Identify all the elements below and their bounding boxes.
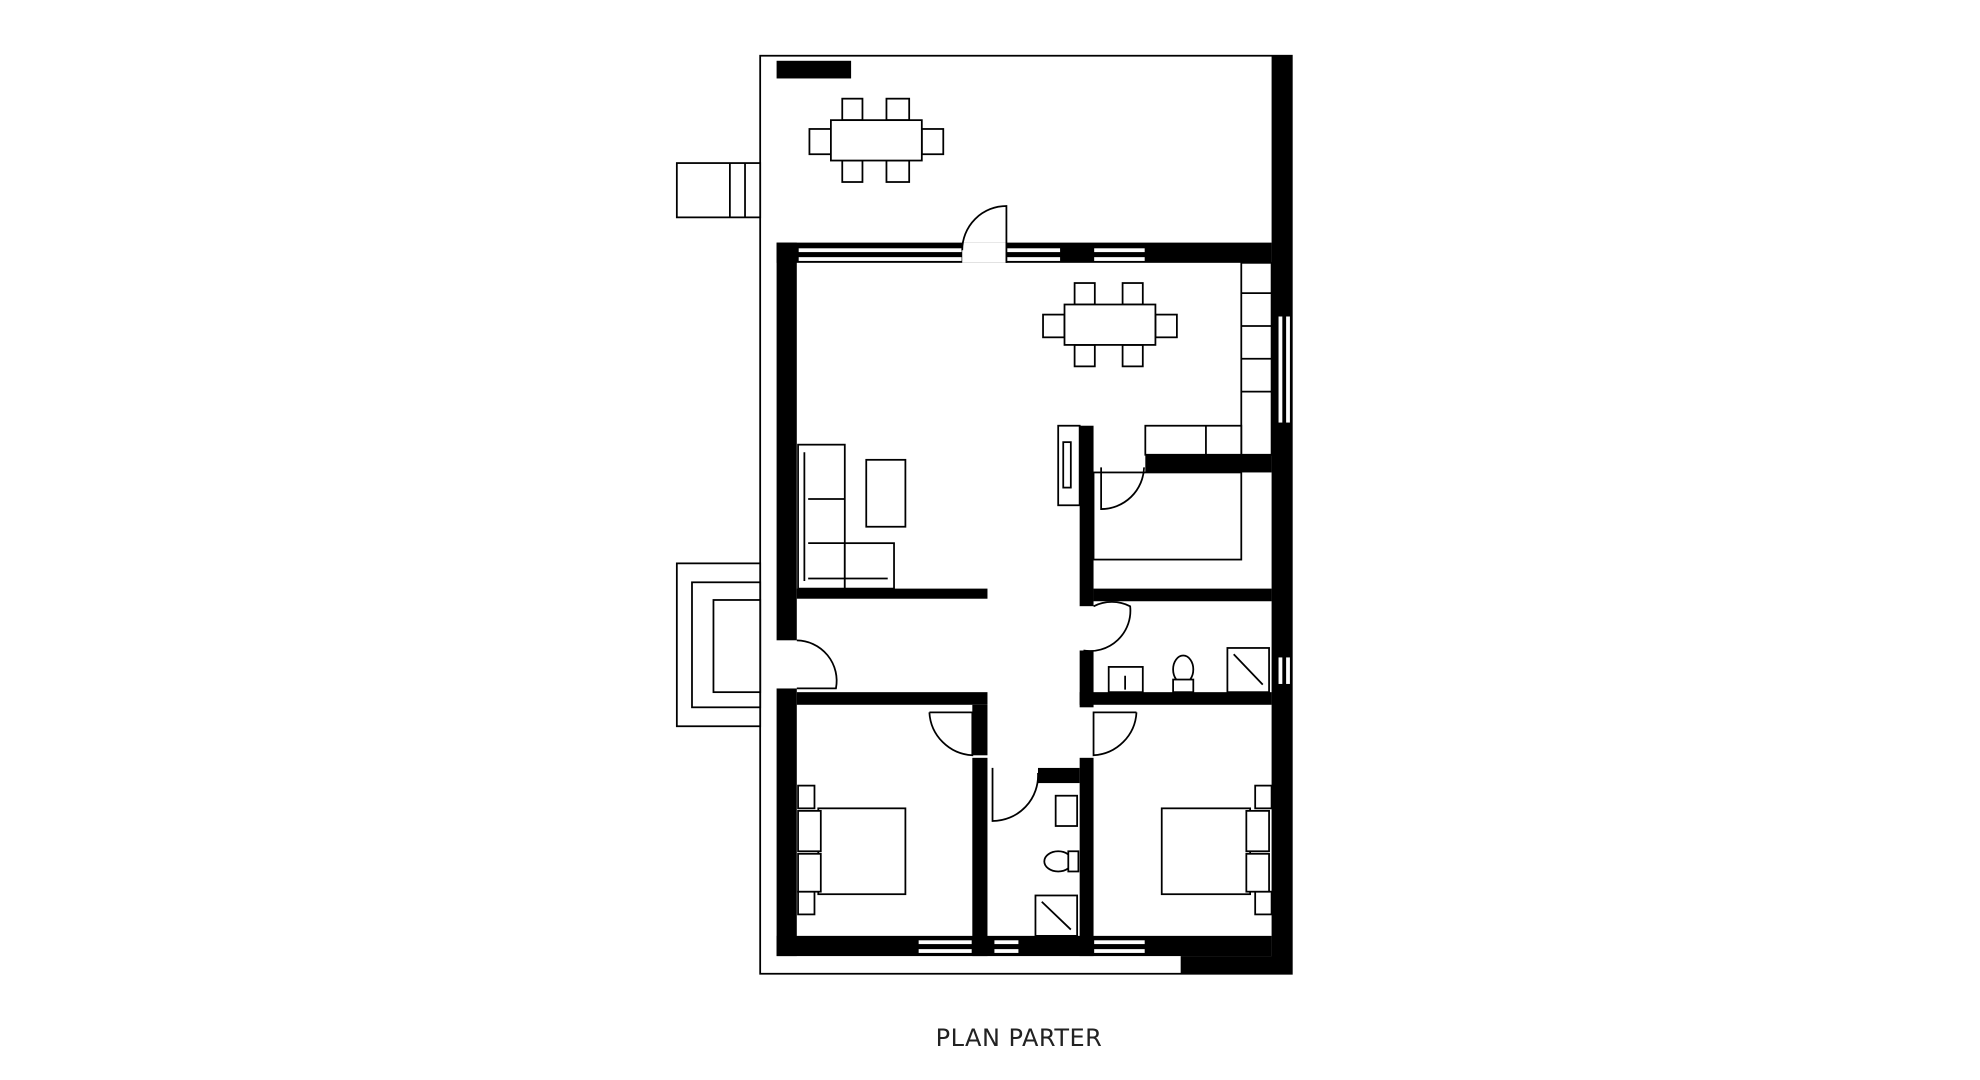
bed-right bbox=[1160, 784, 1273, 916]
doors bbox=[776, 205, 1145, 822]
tall-cabinet bbox=[1057, 424, 1081, 507]
bed-left bbox=[797, 784, 907, 916]
coffee-table bbox=[865, 458, 907, 528]
grill-block bbox=[776, 60, 852, 79]
wardrobe bbox=[1092, 471, 1243, 561]
drawing-title: PLAN PARTER bbox=[935, 1024, 1103, 1052]
bottom-right-wall bbox=[1180, 956, 1292, 974]
terrace-steps bbox=[675, 162, 762, 219]
sofa bbox=[797, 443, 895, 590]
terrace-dining-table bbox=[808, 97, 945, 183]
dining-table bbox=[1042, 282, 1178, 368]
entrance-steps bbox=[675, 562, 762, 728]
windows bbox=[797, 247, 1292, 955]
right-outer-wall bbox=[1271, 55, 1292, 974]
kitchen-counter bbox=[1144, 261, 1273, 456]
bathroom-fixtures bbox=[1034, 647, 1270, 937]
